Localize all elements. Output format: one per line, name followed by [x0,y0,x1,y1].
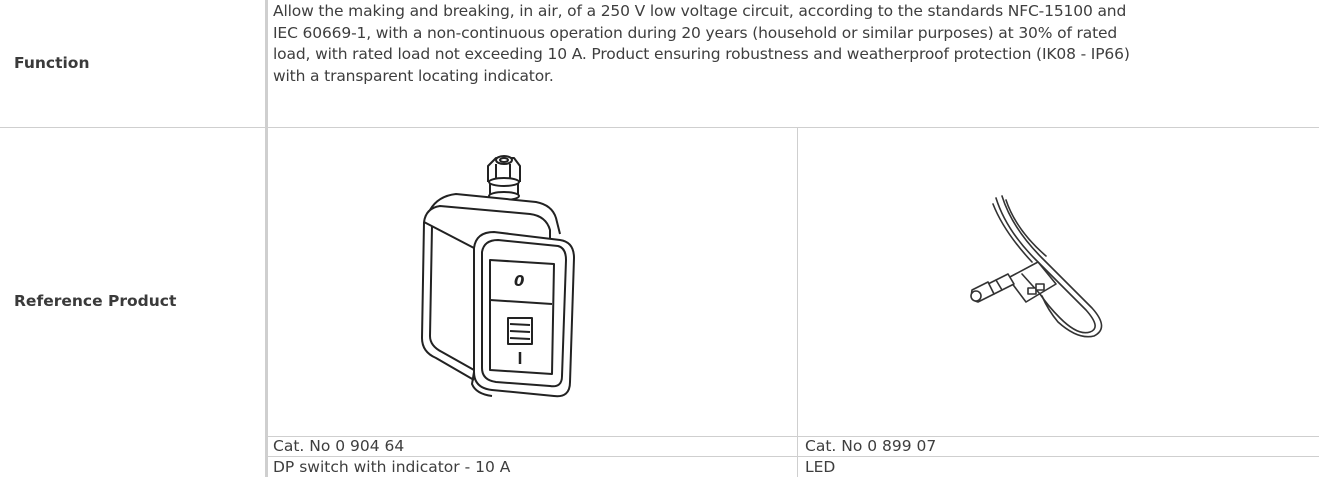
product-column-divider [797,128,798,477]
product-cat-no: Cat. No 0 899 07 [805,437,937,455]
switch-mark-top: 0 [514,272,524,290]
function-line: with a transparent locating indicator. [273,66,554,85]
product-description: DP switch with indicator - 10 A [273,458,511,476]
product-description: LED [805,458,836,476]
image-row-divider [268,436,1319,437]
function-description: Allow the making and breaking, in air, o… [273,1,1317,87]
function-label: Function [14,54,90,72]
function-line: Allow the making and breaking, in air, o… [273,2,1127,20]
cat-row-divider [268,456,1319,457]
product-cat-no: Cat. No 0 904 64 [273,437,405,455]
dp-switch-illustration: 0 [421,155,575,398]
function-line: load, with rated load not exceeding 10 A… [273,45,1130,64]
function-line: IEC 60669-1, with a non-continuous opera… [273,23,1118,42]
function-row-divider [0,127,1319,128]
label-column-divider [265,0,268,477]
reference-product-label: Reference Product [14,292,177,310]
led-cable-illustration [970,195,1103,338]
